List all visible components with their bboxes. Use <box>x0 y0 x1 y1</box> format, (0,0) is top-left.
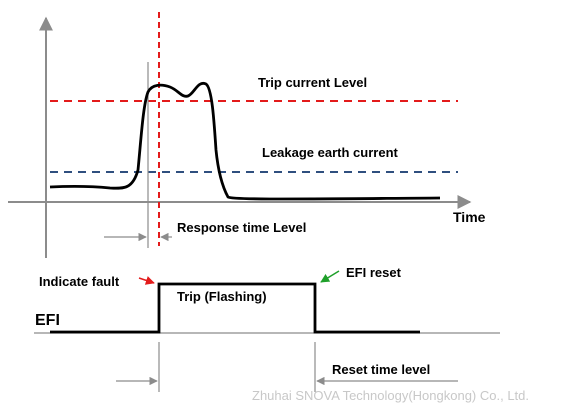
efi-reset-arrow <box>320 270 340 283</box>
trip-flashing-label: Trip (Flashing) <box>177 289 267 304</box>
efi-signal <box>50 282 420 334</box>
indicate-fault-label: Indicate fault <box>39 274 120 289</box>
reset-time-level-label: Reset time level <box>332 362 430 377</box>
leakage-earth-current-label: Leakage earth current <box>262 145 399 160</box>
time-axis-label: Time <box>453 209 486 225</box>
company-watermark: Zhuhai SNOVA Technology(Hongkong) Co., L… <box>252 388 529 403</box>
efi-label: EFI <box>35 312 60 329</box>
leakage-current-waveform <box>49 81 441 201</box>
efi-reset-label: EFI reset <box>346 265 402 280</box>
indicate-fault-arrow <box>138 276 155 285</box>
response-time-level-label: Response time Level <box>177 220 306 235</box>
trip-current-level-label: Trip current Level <box>258 75 367 90</box>
